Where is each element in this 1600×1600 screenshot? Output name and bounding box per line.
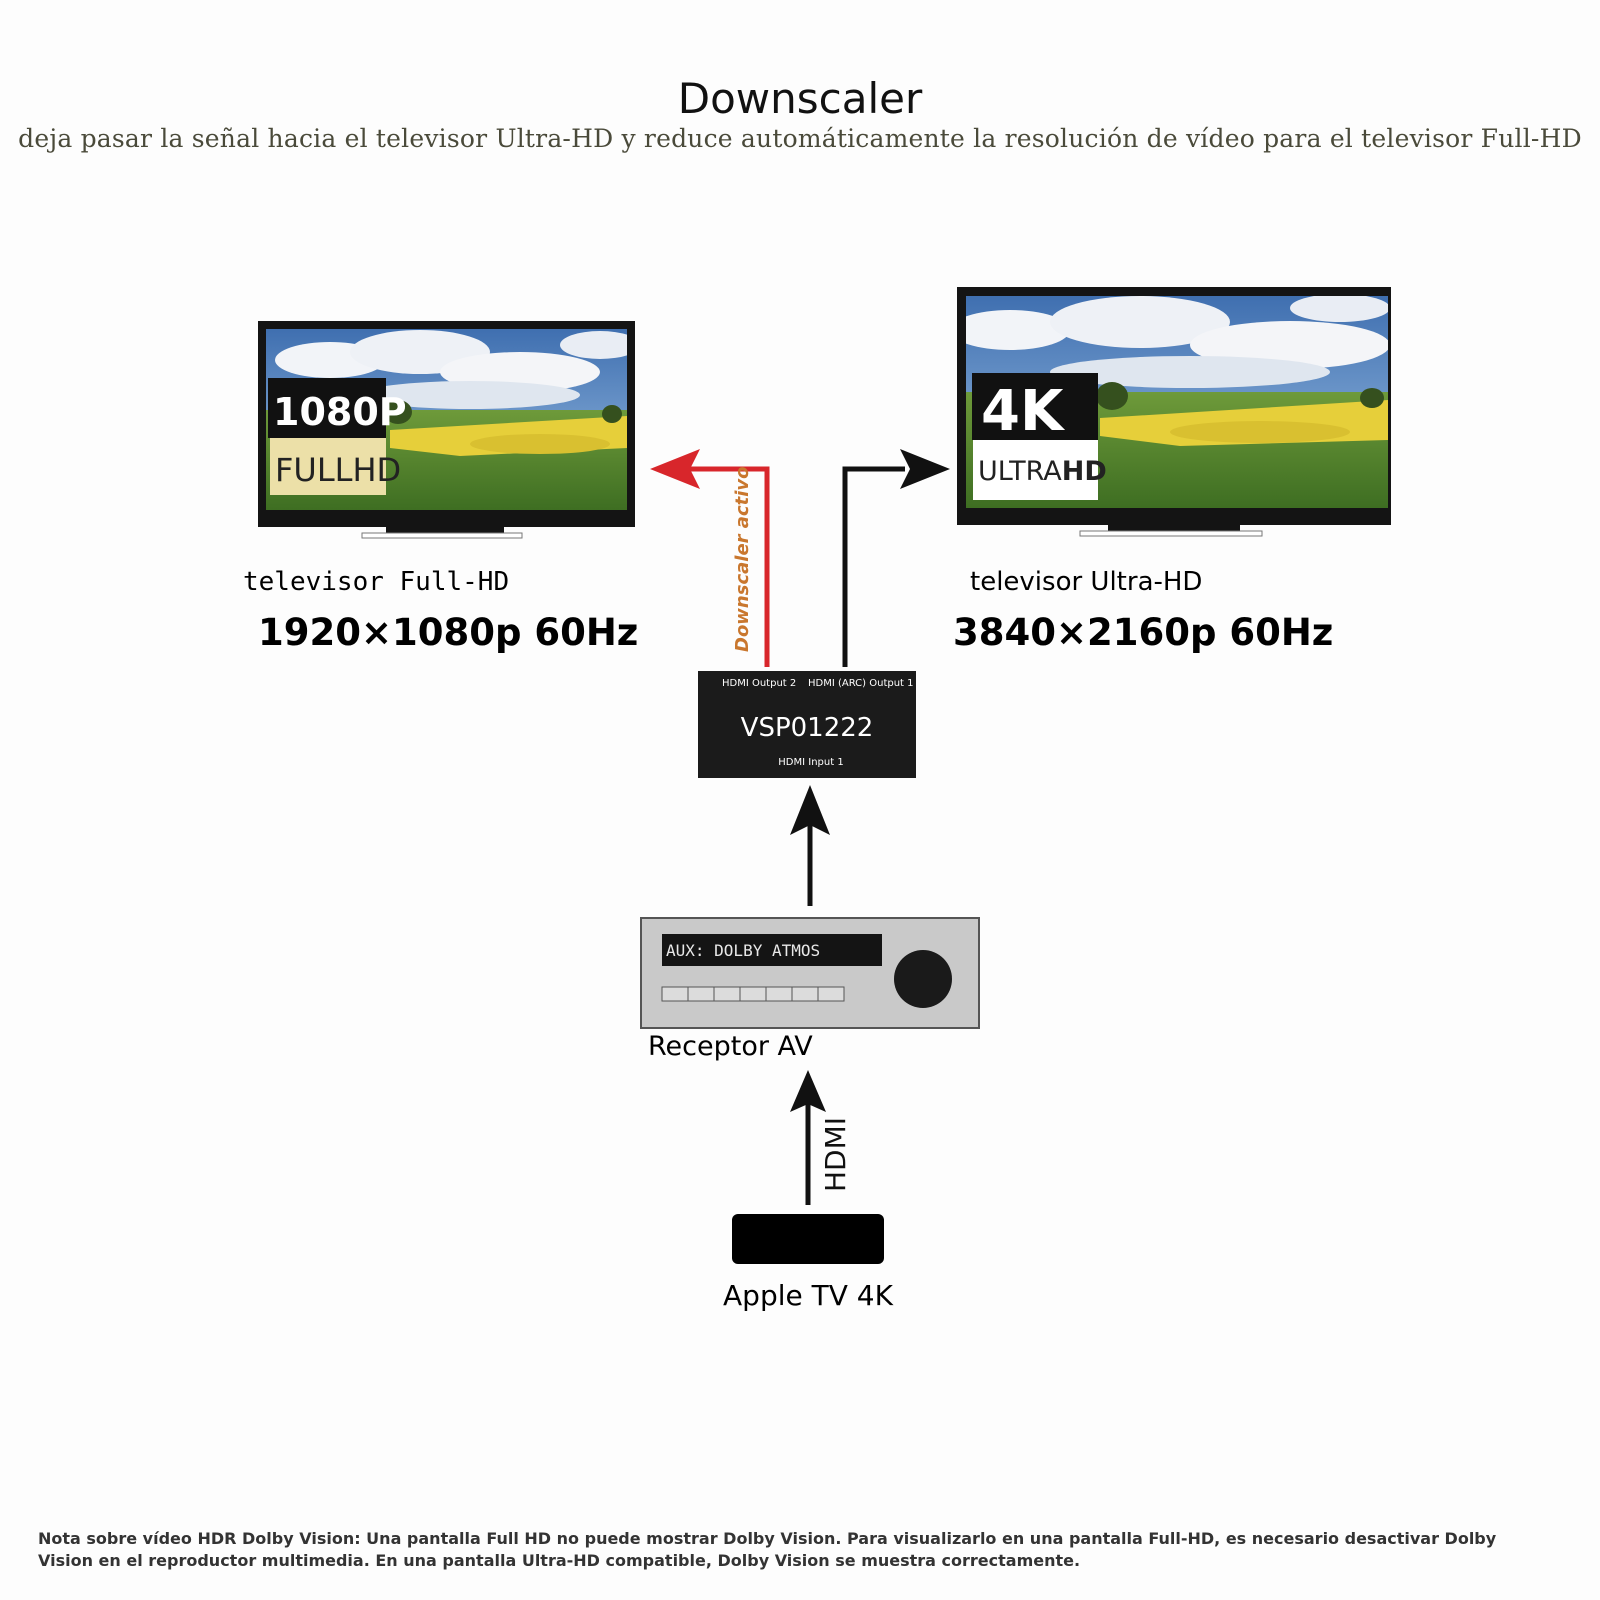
footer-note: Nota sobre vídeo HDR Dolby Vision: Una p… — [38, 1529, 1497, 1570]
receiver-label: Receptor AV — [648, 1031, 813, 1062]
arrow-to-ultrahd — [842, 449, 950, 667]
device-body — [698, 671, 916, 778]
apple-tv-box — [732, 1214, 884, 1264]
port-hdmi-arc-output-1: HDMI (ARC) Output 1 — [808, 678, 914, 689]
tv-fullhd-neck — [386, 527, 504, 535]
arrow-source-to-receiver — [790, 1070, 826, 1205]
receiver-display-text: AUX: DOLBY ATMOS — [666, 941, 820, 960]
badge-4k: 4K — [981, 379, 1066, 444]
device-vsp01222: HDMI Output 2 HDMI (ARC) Output 1 VSP012… — [698, 671, 916, 778]
receiver-display — [662, 934, 882, 966]
arrow-head-up — [790, 785, 830, 835]
badge-ultrahd: ULTRAHD — [978, 456, 1107, 487]
arrow-receiver-to-device — [790, 785, 830, 906]
port-hdmi-input-1: HDMI Input 1 — [778, 757, 843, 768]
apple-tv-label: Apple TV 4K — [723, 1279, 894, 1312]
page-subtitle: deja pasar la señal hacia el televisor U… — [18, 124, 1582, 153]
hdmi-label: HDMI — [819, 1117, 852, 1192]
badge-fullhd-bg — [270, 438, 386, 495]
badge-1080p-bg — [268, 378, 386, 438]
tv-ultrahd: 4K ULTRAHD — [957, 287, 1391, 537]
tv-ultrahd-stand — [1079, 530, 1263, 537]
page-title: Downscaler — [677, 74, 923, 123]
arrow-to-fullhd — [650, 449, 770, 667]
receiver-buttons — [661, 986, 845, 1002]
badge-1080p: 1080P — [273, 390, 407, 434]
badge-4k-bg — [972, 373, 1098, 440]
device-model: VSP01222 — [741, 713, 874, 743]
av-receiver: AUX: DOLBY ATMOS — [640, 917, 980, 1029]
badge-fullhd: FULLHD — [275, 451, 401, 489]
badge-ultrahd-bg — [973, 440, 1098, 500]
downscaler-label: Downscaler activo — [732, 467, 753, 653]
tv-ultrahd-neck — [1108, 525, 1240, 533]
tv-ultrahd-name: televisor Ultra-HD — [970, 567, 1202, 597]
tv-fullhd-name: televisor Full-HD — [243, 567, 509, 597]
tv-ultrahd-resolution: 3840×2160p 60Hz — [953, 611, 1333, 654]
arrow-head-left — [650, 449, 700, 489]
port-hdmi-output-2: HDMI Output 2 — [722, 678, 796, 689]
volume-knob-icon — [894, 950, 952, 1008]
tv-fullhd-resolution: 1920×1080p 60Hz — [258, 611, 638, 654]
tv-fullhd-stand — [361, 532, 523, 539]
arrow-head-up-hdmi — [790, 1070, 826, 1112]
tv-fullhd: 1080P FULLHD — [258, 321, 635, 539]
arrow-head-right — [900, 449, 950, 489]
